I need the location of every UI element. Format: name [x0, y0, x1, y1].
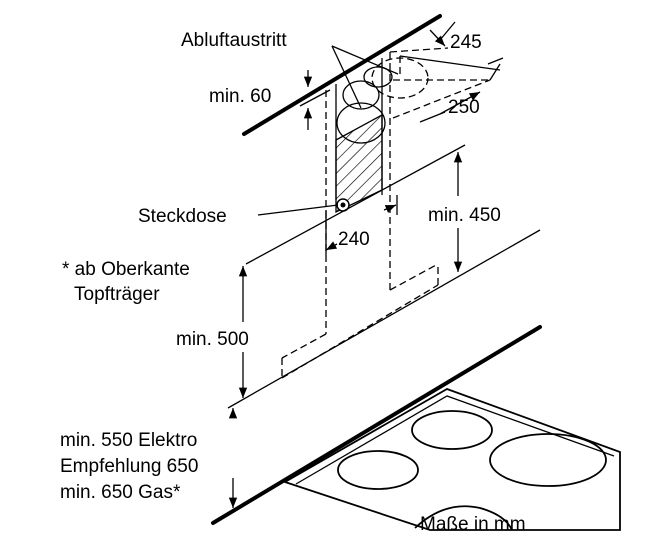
label-dim-245: 245	[450, 32, 482, 53]
socket-zone-hatched	[335, 113, 383, 214]
abluftaustritt-leader-left	[331, 45, 362, 109]
cooktop-zone-left	[337, 450, 419, 490]
label-ab-oberkante: * ab Oberkante	[62, 259, 190, 280]
label-min-650-gas: min. 650 Gas*	[60, 482, 181, 503]
cooktop-zone-back	[411, 410, 493, 450]
dim-245	[399, 21, 504, 71]
worktop-line	[211, 325, 542, 525]
dim-min-500	[227, 229, 541, 409]
label-empfehlung-650: Empfehlung 650	[60, 456, 198, 477]
label-min-500: min. 500	[176, 329, 249, 350]
hood-outline	[281, 52, 439, 379]
steckdose-leader	[257, 204, 339, 216]
label-min-60: min. 60	[209, 86, 271, 107]
duct-box	[371, 47, 491, 119]
label-dim-240: 240	[338, 229, 370, 250]
label-min-550-elektro: min. 550 Elektro	[60, 430, 197, 451]
label-dim-250: 250	[448, 97, 480, 118]
label-steckdose: Steckdose	[138, 206, 227, 227]
abluftaustritt-leader-right	[331, 45, 399, 75]
label-topftraeger: Topfträger	[74, 284, 160, 305]
dim-240	[245, 144, 466, 265]
dim-min-60	[299, 70, 331, 130]
label-masse-in-mm: Maße in mm	[420, 514, 526, 535]
label-min-450: min. 450	[428, 205, 501, 226]
cooktop-zone-right	[489, 433, 607, 487]
label-abluftaustritt: Abluftaustritt	[181, 30, 287, 51]
ceiling-line	[242, 14, 442, 136]
cooktop-zone-front	[414, 505, 513, 531]
cooktop	[282, 388, 621, 531]
dim-250	[419, 63, 501, 123]
